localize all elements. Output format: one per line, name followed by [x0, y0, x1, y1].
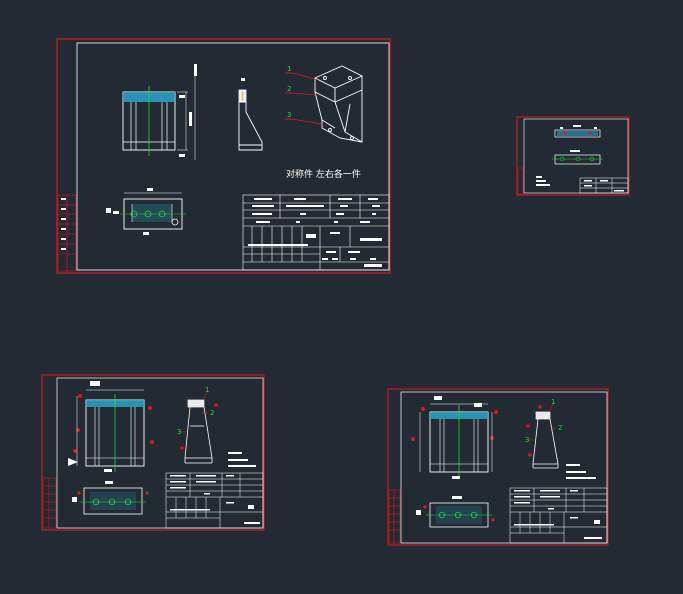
sheet-4-top-view [416, 496, 495, 528]
sheet-4-front-view [411, 396, 498, 479]
sheet-1-balloons: 1 2 3 [285, 65, 323, 125]
sheet-4-balloon-3: 3 [525, 436, 529, 444]
sheet-1-title-block-text [248, 198, 382, 267]
sheet-1-title-block [242, 194, 390, 271]
sheet-4-side-view [532, 411, 559, 469]
sheet-3-front-view [68, 381, 154, 472]
sheet-4-balloon-2: 2 [558, 424, 562, 432]
sheet-1-balloon-2: 2 [287, 85, 291, 93]
sheet-4-balloons: 1 2 3 [525, 398, 562, 457]
sheet-1-balloon-3: 3 [287, 111, 291, 119]
sheet-3-side-view [184, 399, 213, 464]
sheet-4-title-block [509, 487, 608, 544]
sheet-3-balloon-2: 2 [210, 409, 214, 417]
sheet-2-part-top [554, 125, 601, 138]
sheet-1-outer-border [56, 38, 391, 274]
sheet-4-binding-strip [388, 489, 401, 544]
sheet-1-isometric-view [313, 65, 364, 143]
sheet-4-inner-frame [400, 391, 608, 544]
sheet-1-binding-strip [57, 194, 77, 272]
drawing-sheet-1[interactable]: 1 2 3 对称件 左右各一件 [56, 38, 391, 274]
sheet-3-tech-notes [228, 452, 256, 467]
sheet-3-balloon-1: 1 [205, 386, 209, 394]
sheet-4-outer-border [387, 388, 609, 546]
sheet-1-inner-frame [76, 42, 390, 271]
sheet-3-top-view [72, 481, 149, 515]
sheet-3-balloon-3: 3 [177, 428, 181, 436]
sheet-3-binding-strip [42, 477, 57, 529]
sheet-3-balloons: 1 2 3 [177, 386, 218, 450]
sheet-1-symmetric-note: 对称件 左右各一件 [286, 168, 361, 180]
sheet-2-part-bottom [552, 150, 603, 165]
sheet-1-side-view [238, 78, 263, 151]
sheet-3-outer-border [41, 374, 265, 531]
drawing-sheet-2[interactable] [516, 116, 630, 196]
sheet-2-outer-border [516, 116, 630, 196]
sheet-2-inner-frame [523, 118, 629, 194]
sheet-1-top-view [106, 188, 186, 235]
drawing-sheet-3[interactable]: 1 2 3 [41, 374, 265, 531]
sheet-3-inner-frame [56, 377, 264, 529]
sheet-4-balloon-1: 1 [551, 398, 555, 406]
sheet-1-balloon-1: 1 [287, 65, 291, 73]
sheet-2-title-block [579, 177, 629, 194]
sheet-2-notes [536, 176, 550, 186]
sheet-1-front-view [122, 64, 197, 160]
sheet-3-title-block [165, 472, 264, 529]
drawing-sheet-4[interactable]: 1 2 3 [387, 388, 609, 546]
sheet-4-tech-notes [566, 464, 596, 479]
